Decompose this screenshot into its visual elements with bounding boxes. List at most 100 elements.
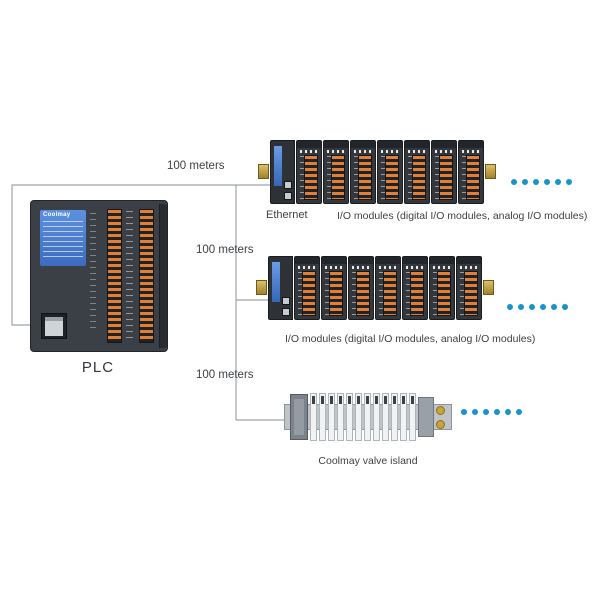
io-module (375, 256, 401, 320)
continuation-dots-middle (507, 304, 568, 310)
io-module (458, 140, 484, 204)
module-terminals (358, 155, 372, 200)
dot-icon (461, 409, 467, 415)
module-labels (300, 156, 305, 199)
io-rack-middle (256, 256, 494, 320)
io-module (323, 140, 349, 204)
plc-brand: Coolmay (43, 212, 71, 218)
dot-icon (505, 409, 511, 415)
dot-icon (544, 179, 550, 185)
dot-icon (540, 304, 546, 310)
dot-icon (555, 179, 561, 185)
io-module (429, 256, 455, 320)
module-labels (298, 272, 303, 315)
valve-slice (382, 393, 389, 441)
dot-icon (483, 409, 489, 415)
valve-slice (328, 393, 335, 441)
module-labels (460, 272, 465, 315)
valve-slice (355, 393, 362, 441)
bus-coupler (270, 140, 295, 204)
plc-terminal-column-left (107, 209, 122, 343)
valve-end-plate-right (418, 397, 434, 437)
din-clip-icon (258, 164, 269, 179)
module-terminals (410, 271, 424, 316)
din-clip-icon (256, 280, 267, 295)
io-module (321, 256, 347, 320)
io-module (296, 140, 322, 204)
io-module (402, 256, 428, 320)
ethernet-caption: Ethernet (266, 209, 308, 221)
plc-terminal-labels (126, 211, 133, 339)
module-terminals (302, 271, 316, 316)
distance-label-top: 100 meters (167, 160, 225, 172)
valve-slice (400, 393, 407, 441)
module-terminals (439, 155, 453, 200)
module-labels (354, 156, 359, 199)
valve-slice (364, 393, 371, 441)
dot-icon (533, 179, 539, 185)
io-module (348, 256, 374, 320)
module-labels (381, 156, 386, 199)
plc-ethernet-port (41, 313, 67, 339)
valve-island (284, 388, 452, 446)
ethernet-port-icon (284, 181, 292, 189)
dot-icon (516, 409, 522, 415)
ethernet-port-icon (282, 297, 290, 305)
bus-coupler (268, 256, 293, 320)
plc-brand-panel: Coolmay (40, 210, 86, 266)
dot-icon (511, 179, 517, 185)
fitting-icon (436, 420, 445, 429)
module-labels (325, 272, 330, 315)
valve-slice (319, 393, 326, 441)
module-labels (435, 156, 440, 199)
distance-label-bottom: 100 meters (196, 369, 254, 381)
io-module (431, 140, 457, 204)
valve-slice (373, 393, 380, 441)
dot-icon (494, 409, 500, 415)
valve-slice (409, 393, 416, 441)
io-module (456, 256, 482, 320)
module-labels (406, 272, 411, 315)
module-labels (327, 156, 332, 199)
module-terminals (304, 155, 318, 200)
module-terminals (464, 271, 478, 316)
valve-caption: Coolmay valve island (318, 455, 418, 467)
dot-icon (529, 304, 535, 310)
plc-spec-lines (43, 221, 83, 259)
continuation-dots-bottom (461, 409, 522, 415)
module-terminals (466, 155, 480, 200)
dot-icon (522, 179, 528, 185)
plc-label: PLC (81, 359, 115, 376)
module-terminals (412, 155, 426, 200)
din-clip-icon (485, 164, 496, 179)
module-labels (433, 272, 438, 315)
module-terminals (383, 271, 397, 316)
io-module (404, 140, 430, 204)
module-labels (462, 156, 467, 199)
coupler-label-strip (274, 146, 282, 186)
io-module (377, 140, 403, 204)
valve-slice (346, 393, 353, 441)
dot-icon (562, 304, 568, 310)
ethernet-port-icon (284, 192, 292, 200)
module-terminals (356, 271, 370, 316)
dot-icon (472, 409, 478, 415)
module-terminals (437, 271, 451, 316)
io-rack-top (258, 140, 496, 204)
module-terminals (331, 155, 345, 200)
plc-ethernet-port-inner (45, 317, 63, 336)
io-caption-top: I/O modules (digital I/O modules, analog… (337, 210, 588, 222)
continuation-dots-top (511, 179, 572, 185)
valve-slice (391, 393, 398, 441)
io-module (294, 256, 320, 320)
dot-icon (551, 304, 557, 310)
io-caption-middle: I/O modules (digital I/O modules, analog… (285, 333, 536, 345)
dot-icon (507, 304, 513, 310)
plc-device: Coolmay (30, 200, 168, 352)
plc-terminal-column-right (139, 209, 154, 343)
plc-indicator-column (90, 213, 96, 333)
dot-icon (518, 304, 524, 310)
module-terminals (385, 155, 399, 200)
module-labels (352, 272, 357, 315)
